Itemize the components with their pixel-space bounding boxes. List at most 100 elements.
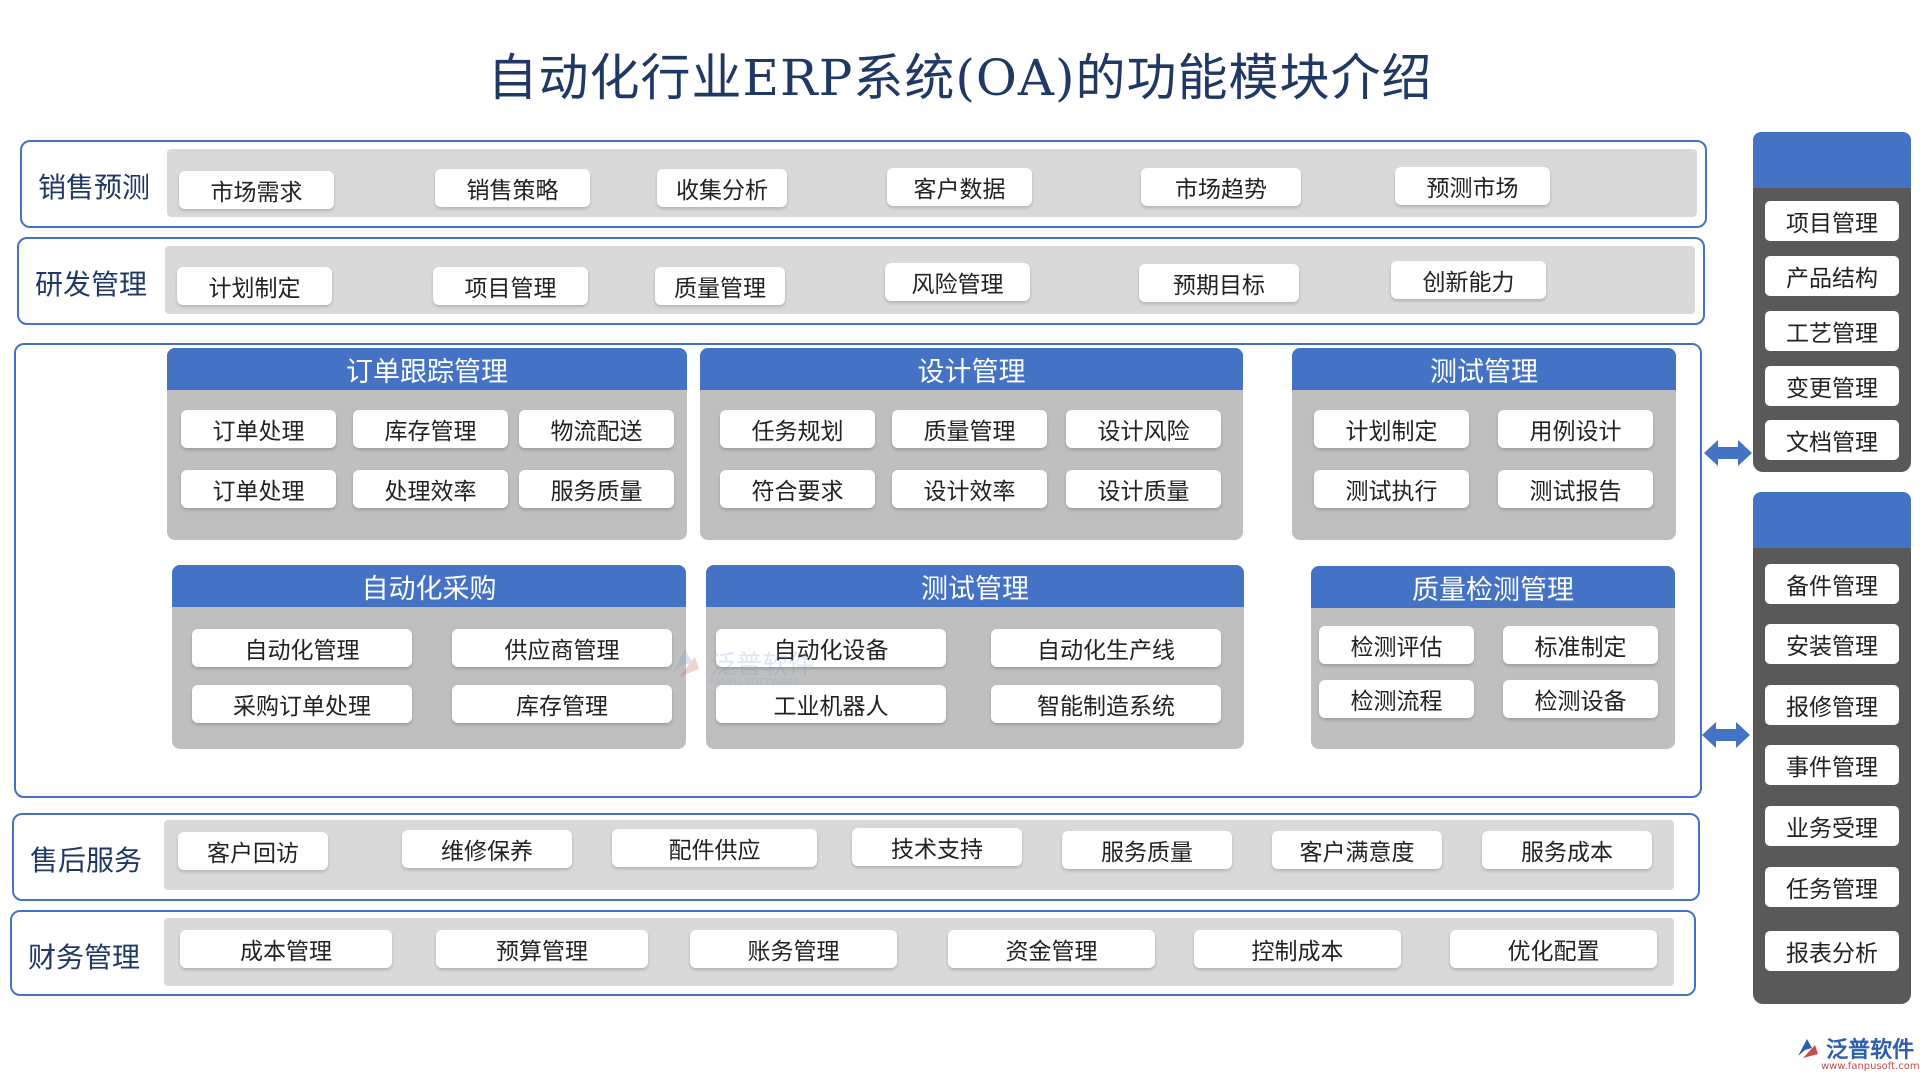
card-item: 设计风险 [1066,410,1221,448]
sales-item: 预测市场 [1395,167,1550,205]
logo-text: 泛普软件 [1826,1038,1915,1063]
card-item: 库存管理 [452,685,672,723]
after-sales-item: 配件供应 [612,829,817,867]
finance-item: 成本管理 [180,930,392,968]
test-management-card: 测试管理 计划制定 用例设计 测试执行 测试报告 [1292,348,1676,540]
side-panel-top: 项目管理 产品结构 工艺管理 变更管理 文档管理 [1753,132,1911,472]
card-item: 检测设备 [1503,680,1658,718]
side-item: 报修管理 [1765,685,1899,725]
rd-item: 质量管理 [655,267,785,305]
watermark: 泛普软件 FANPU SOFTWARE [665,643,814,688]
card-item: 服务质量 [519,470,674,508]
side-panel-bottom: 备件管理 安装管理 报修管理 事件管理 业务受理 任务管理 报表分析 [1753,492,1911,1004]
finance-item: 账务管理 [690,930,897,968]
after-sales-item: 维修保养 [402,830,572,868]
card-title: 质量检测管理 [1311,566,1675,608]
fanpu-watermark-icon [673,649,699,677]
page-title: 自动化行业ERP系统(OA)的功能模块介绍 [487,49,1433,107]
side-panel-header [1753,132,1911,188]
card-item: 智能制造系统 [991,685,1221,723]
after-sales-item: 服务质量 [1062,831,1232,869]
watermark-text: 泛普软件 [710,650,815,681]
rd-item: 预期目标 [1139,264,1299,302]
finance-item: 资金管理 [948,930,1155,968]
finance-item: 预算管理 [436,930,648,968]
band-panel: 客户回访 维修保养 配件供应 技术支持 服务质量 客户满意度 服务成本 [164,820,1674,890]
band-label: 财务管理 [28,941,141,974]
fanpu-logo-icon [1798,1039,1818,1058]
after-sales-item: 服务成本 [1482,831,1652,869]
rd-management-band: 研发管理 计划制定 项目管理 质量管理 风险管理 预期目标 创新能力 [17,237,1705,325]
card-item: 标准制定 [1503,626,1658,664]
after-sales-item: 客户回访 [178,832,328,870]
logo-url: www.fanpusoft.com [1821,1061,1920,1072]
card-item: 计划制定 [1314,410,1469,448]
side-panel-header [1753,492,1911,548]
finance-management-band: 财务管理 成本管理 预算管理 账务管理 资金管理 控制成本 优化配置 [10,910,1696,996]
card-title: 测试管理 [706,565,1244,607]
side-item: 变更管理 [1765,366,1899,406]
quality-inspection-card: 质量检测管理 检测评估 标准制定 检测流程 检测设备 [1311,566,1675,749]
card-title: 设计管理 [700,348,1243,390]
card-item: 自动化生产线 [991,629,1221,667]
side-item: 备件管理 [1765,564,1899,604]
card-item: 供应商管理 [452,629,672,667]
side-item: 项目管理 [1765,201,1899,241]
card-title: 订单跟踪管理 [167,348,687,390]
card-item: 处理效率 [353,470,508,508]
card-item: 设计效率 [892,470,1047,508]
side-item: 安装管理 [1765,624,1899,664]
side-item: 报表分析 [1765,931,1899,971]
after-sales-band: 售后服务 客户回访 维修保养 配件供应 技术支持 服务质量 客户满意度 服务成本 [12,813,1700,901]
test-management-card-2: 测试管理 自动化设备 自动化生产线 工业机器人 智能制造系统 [706,565,1244,749]
side-item: 任务管理 [1765,867,1899,907]
band-panel: 计划制定 项目管理 质量管理 风险管理 预期目标 创新能力 [165,246,1695,314]
card-item: 用例设计 [1498,410,1653,448]
card-item: 质量管理 [892,410,1047,448]
design-management-card: 设计管理 任务规划 质量管理 设计风险 符合要求 设计效率 设计质量 [700,348,1243,540]
card-item: 测试执行 [1314,470,1469,508]
card-title: 测试管理 [1292,348,1676,390]
card-item: 库存管理 [353,410,508,448]
card-item: 检测流程 [1319,680,1474,718]
card-item: 自动化设备 [716,629,946,667]
finance-item: 优化配置 [1450,930,1657,968]
double-arrow-icon [1702,722,1750,748]
card-item: 设计质量 [1066,470,1221,508]
sales-item: 销售策略 [435,169,590,207]
rd-item: 项目管理 [433,267,588,305]
double-arrow-icon [1704,440,1752,466]
band-label: 销售预测 [38,171,151,204]
rd-item: 计划制定 [177,267,332,305]
after-sales-item: 客户满意度 [1272,831,1442,869]
watermark-subtext: FANPU SOFTWARE [709,677,801,688]
finance-item: 控制成本 [1194,930,1401,968]
sales-item: 收集分析 [657,169,787,207]
card-item: 检测评估 [1319,626,1474,664]
card-item: 物流配送 [519,410,674,448]
card-item: 订单处理 [181,470,336,508]
card-item: 工业机器人 [716,685,946,723]
rd-item: 风险管理 [885,263,1030,301]
band-label: 研发管理 [35,268,148,301]
rd-item: 创新能力 [1391,261,1546,299]
side-item: 业务受理 [1765,806,1899,846]
sales-item: 市场需求 [179,171,334,209]
card-item: 测试报告 [1498,470,1653,508]
card-item: 自动化管理 [192,629,412,667]
automated-purchasing-card: 自动化采购 自动化管理 供应商管理 采购订单处理 库存管理 [172,565,686,749]
side-item: 文档管理 [1765,420,1899,460]
band-panel: 市场需求 销售策略 收集分析 客户数据 市场趋势 预测市场 [167,149,1697,217]
after-sales-item: 技术支持 [852,828,1022,866]
order-tracking-card: 订单跟踪管理 订单处理 库存管理 物流配送 订单处理 处理效率 服务质量 [167,348,687,540]
band-label: 售后服务 [30,844,143,877]
sales-item: 客户数据 [887,168,1032,206]
band-panel: 成本管理 预算管理 账务管理 资金管理 控制成本 优化配置 [164,918,1674,986]
card-item: 任务规划 [720,410,875,448]
side-item: 产品结构 [1765,256,1899,296]
card-title: 自动化采购 [172,565,686,607]
side-item: 工艺管理 [1765,311,1899,351]
sales-forecast-band: 销售预测 市场需求 销售策略 收集分析 客户数据 市场趋势 预测市场 [20,140,1707,228]
card-item: 符合要求 [720,470,875,508]
card-item: 采购订单处理 [192,685,412,723]
